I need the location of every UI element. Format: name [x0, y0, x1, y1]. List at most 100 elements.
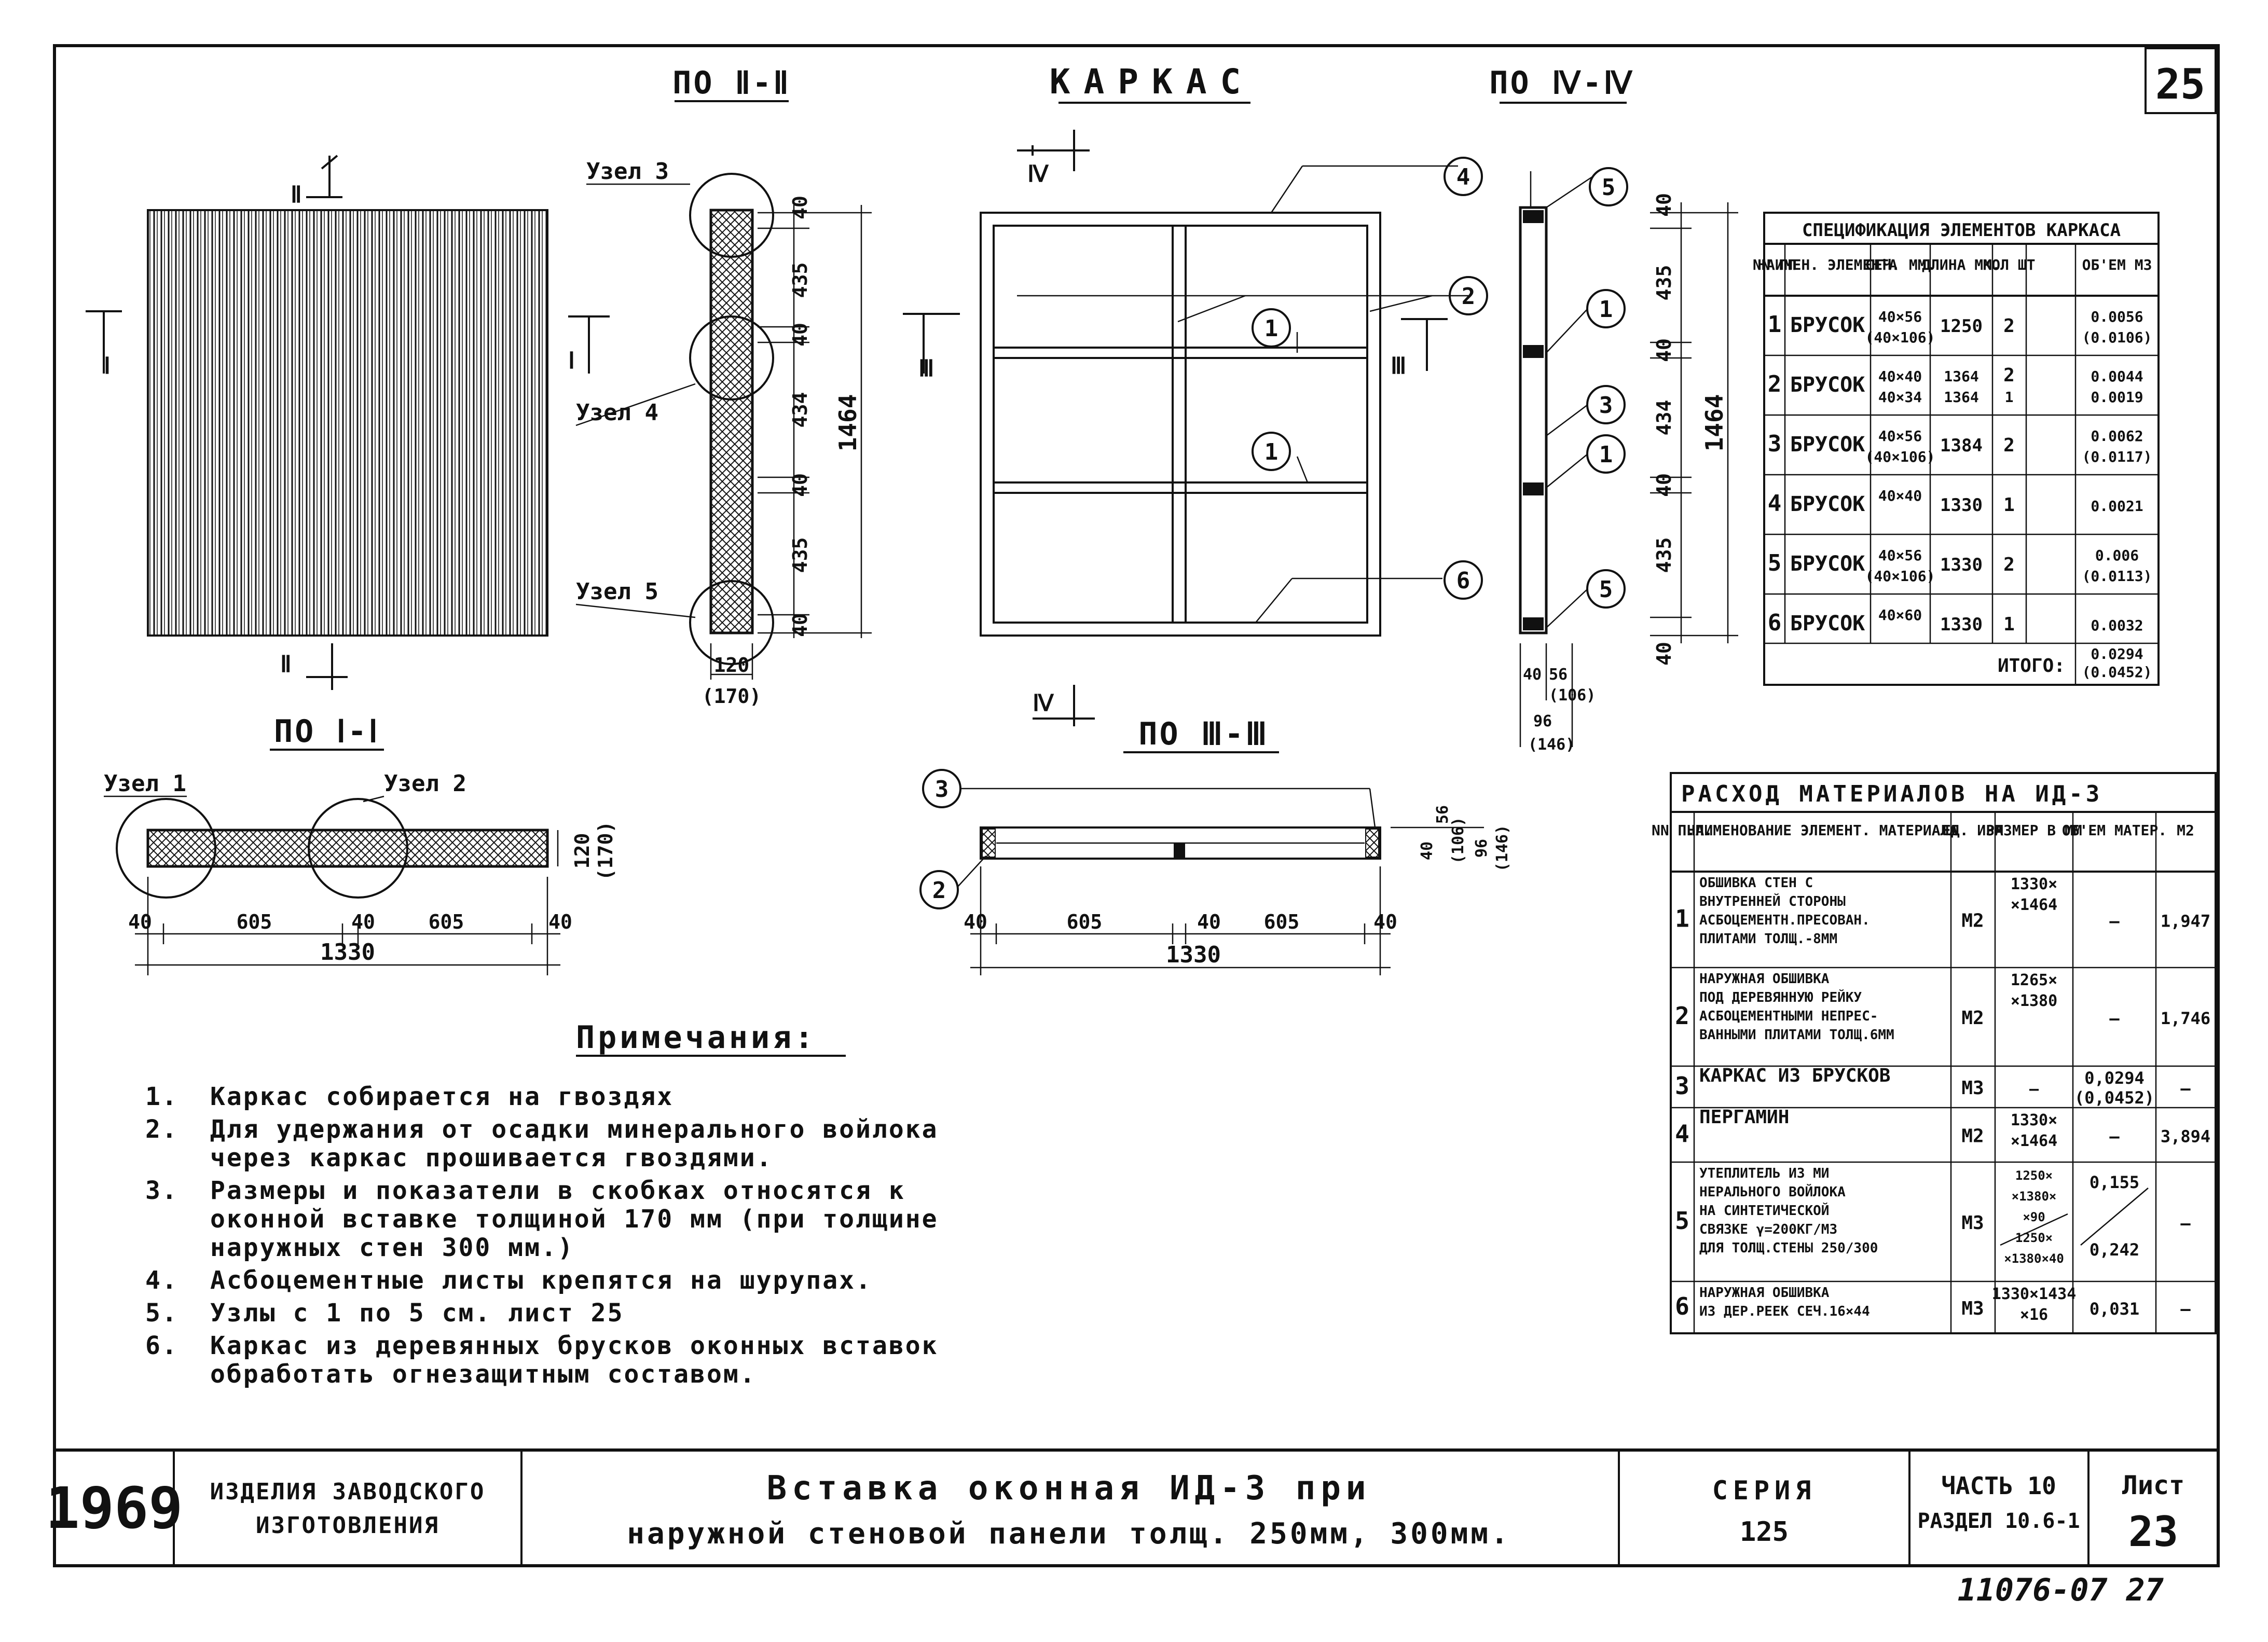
mat-row-num: 2 — [1675, 1002, 1689, 1030]
callout-1a-label: 1 — [1264, 315, 1279, 342]
spec-row-name: БРУСОК — [1790, 373, 1865, 397]
mat-row-volume: — — [2109, 1009, 2120, 1028]
materials-table: РАСХОД МАТЕРИАЛОВ НА ИД-3 NN П.П. НАИМЕН… — [1652, 772, 2217, 1334]
mat-row-num: 1 — [1675, 905, 1689, 933]
spec-row-section: 40×56 — [1878, 547, 1922, 564]
mat-row-size: — — [2029, 1080, 2039, 1098]
mat-row-volume: 0,0294 — [2084, 1068, 2145, 1088]
section-iv-bottom-1: 40 — [1523, 666, 1542, 684]
mat-row-name-line: ПЛИТАМИ ТОЛЩ.-8ММ — [1699, 931, 1837, 947]
section-iv-body — [1519, 206, 1548, 634]
section-ii-dim-7: 40 — [789, 613, 812, 637]
sheet-number: 25 — [2155, 60, 2205, 108]
mat-row-name-line: КАРКАС ИЗ БРУСКОВ — [1699, 1065, 1890, 1086]
spec-row-name: БРУСОК — [1790, 612, 1865, 636]
mat-row-unit: М2 — [1961, 1008, 1984, 1029]
spec-row-volume-alt: (0.0117) — [2082, 448, 2152, 465]
note-line: обработать огнезащитным составом. — [210, 1360, 757, 1389]
materials-table-title: РАСХОД МАТЕРИАЛОВ НА ИД-3 — [1681, 781, 2102, 807]
sheet-number-box — [2145, 47, 2217, 114]
mat-row-size: ×90 — [2023, 1210, 2045, 1224]
cut-mark-ii-top: Ⅱ — [291, 182, 302, 208]
section-i-dim-1: 40 — [128, 910, 152, 933]
cut-mark-ii-bottom: Ⅱ — [280, 651, 292, 678]
spec-row-section-alt: (40×106) — [1865, 329, 1935, 346]
node-3-circle — [689, 173, 774, 258]
spec-row-volume: 0.006 — [2095, 547, 2139, 564]
node-4-circle — [689, 315, 774, 401]
spec-row-qty: 2 — [2003, 365, 2015, 386]
mat-row-name-line: НА СИНТЕТИЧЕСКОЙ — [1699, 1202, 1829, 1219]
title-main-2: наружной стеновой панели толщ. 250мм, 30… — [627, 1517, 1510, 1551]
mat-row-size: 1265× — [2011, 971, 2057, 989]
spec-row-volume: 0.0021 — [2091, 498, 2143, 515]
mat-row-size: ×1464 — [2011, 896, 2057, 914]
title-section: РАЗДЕЛ 10.6-1 — [1917, 1509, 2080, 1533]
frame-title: КАРКАС — [1050, 62, 1254, 102]
section-ii-dim-1: 40 — [789, 196, 812, 219]
section-iii-side-2: 56 — [1434, 805, 1452, 824]
cut-mark-iii-mid: Ⅲ — [1391, 353, 1406, 379]
spec-header-vol: ОБ'ЕМ М3 — [2082, 256, 2152, 273]
section-iii-view: ПО Ⅲ-Ⅲ 3 2 40 56 (106) 96 (146) 40 — [919, 716, 1511, 975]
mat-row-unit: М3 — [1961, 1212, 1984, 1234]
note-line: Узлы с 1 по 5 см. лист 25 — [210, 1299, 624, 1328]
mat-row-name-line: АСБОЦЕМЕНТНЫМИ НЕПРЕС- — [1699, 1009, 1878, 1024]
spec-row-num: 3 — [1768, 431, 1782, 457]
section-i-body — [146, 829, 549, 868]
mat-row-name-line: НАРУЖНАЯ ОБШИВКА — [1699, 971, 1830, 987]
spec-row-qty: 2 — [2003, 315, 2015, 337]
mat-header-nn: NN П.П. — [1652, 822, 1713, 839]
spec-row-num: 2 — [1768, 371, 1782, 397]
spec-row-name: БРУСОК — [1790, 492, 1865, 516]
spec-row-length: 1330 — [1940, 555, 1983, 575]
callout-3b-label: 3 — [935, 776, 949, 803]
spec-row-num: 4 — [1768, 490, 1782, 517]
section-iv-bottom-2: 56 — [1549, 666, 1568, 684]
mat-row-size: ×16 — [2020, 1306, 2048, 1324]
callout-5b-label: 5 — [1599, 576, 1613, 603]
section-iv-bottom-4: 96 — [1533, 712, 1552, 730]
callout-6-label: 6 — [1456, 568, 1470, 594]
note-number: 1. — [145, 1082, 178, 1111]
mat-row-num: 5 — [1675, 1207, 1689, 1235]
title-part: ЧАСТЬ 10 — [1941, 1472, 2056, 1500]
spec-row-section: 40×40 — [1878, 487, 1922, 504]
mat-row-name-line: АСБОЦЕМЕНТН.ПРЕСОВАН. — [1699, 913, 1870, 928]
spec-row-section-alt: (40×106) — [1865, 568, 1935, 585]
cut-mark-iii-left: Ⅲ — [918, 355, 934, 382]
note-line: оконной вставке толщиной 170 мм (при тол… — [210, 1205, 939, 1234]
section-iii-side-4: 96 — [1473, 839, 1491, 858]
note-line: через каркас прошивается гвоздями. — [210, 1143, 773, 1172]
cut-mark-iv-bottom: Ⅳ — [1033, 690, 1054, 716]
spec-row-volume: 0.0032 — [2091, 617, 2143, 634]
spec-row-qty: 1 — [2003, 614, 2015, 635]
section-iv-view: ПО Ⅳ-Ⅳ 5 1 3 1 5 — [1489, 65, 1738, 754]
mat-header-area: М2 — [2177, 822, 2194, 839]
spec-row-name: БРУСОК — [1790, 552, 1865, 576]
cut-mark-i-left: Ⅰ — [104, 353, 111, 379]
mat-row-area: 3,894 — [2161, 1127, 2210, 1147]
mat-row-area: 1,947 — [2161, 912, 2210, 931]
frame-view: КАРКАС Ⅳ Ⅲ Ⅲ Ⅳ — [903, 62, 1468, 726]
callout-4-label: 4 — [1456, 164, 1470, 190]
frame-outer — [980, 212, 1381, 637]
note-line: Размеры и показатели в скобках относятся… — [210, 1176, 905, 1205]
mat-row-volume: — — [2109, 912, 2120, 931]
section-iii-dim-3: 40 — [1197, 910, 1221, 933]
section-iii-body — [980, 826, 1381, 860]
callout-1d — [1586, 434, 1626, 474]
title-sheet: 23 — [2128, 1508, 2178, 1556]
spec-row-qty: 2 — [2003, 435, 2015, 456]
section-ii-width-alt: (170) — [702, 685, 761, 708]
spec-total-alt: (0.0452) — [2082, 664, 2152, 681]
callout-1b — [1252, 432, 1291, 471]
callout-2b — [919, 870, 959, 909]
notes: Примечания: 1.Каркас собирается на гвозд… — [145, 1019, 939, 1389]
mat-row-area: 1,746 — [2161, 1009, 2210, 1028]
section-ii-body — [709, 209, 754, 634]
node-5-circle — [689, 580, 774, 665]
spec-row-length: 1384 — [1940, 435, 1983, 456]
section-iv-dim-total: 1464 — [1700, 394, 1728, 452]
mat-row-size: 1330× — [2011, 875, 2057, 893]
